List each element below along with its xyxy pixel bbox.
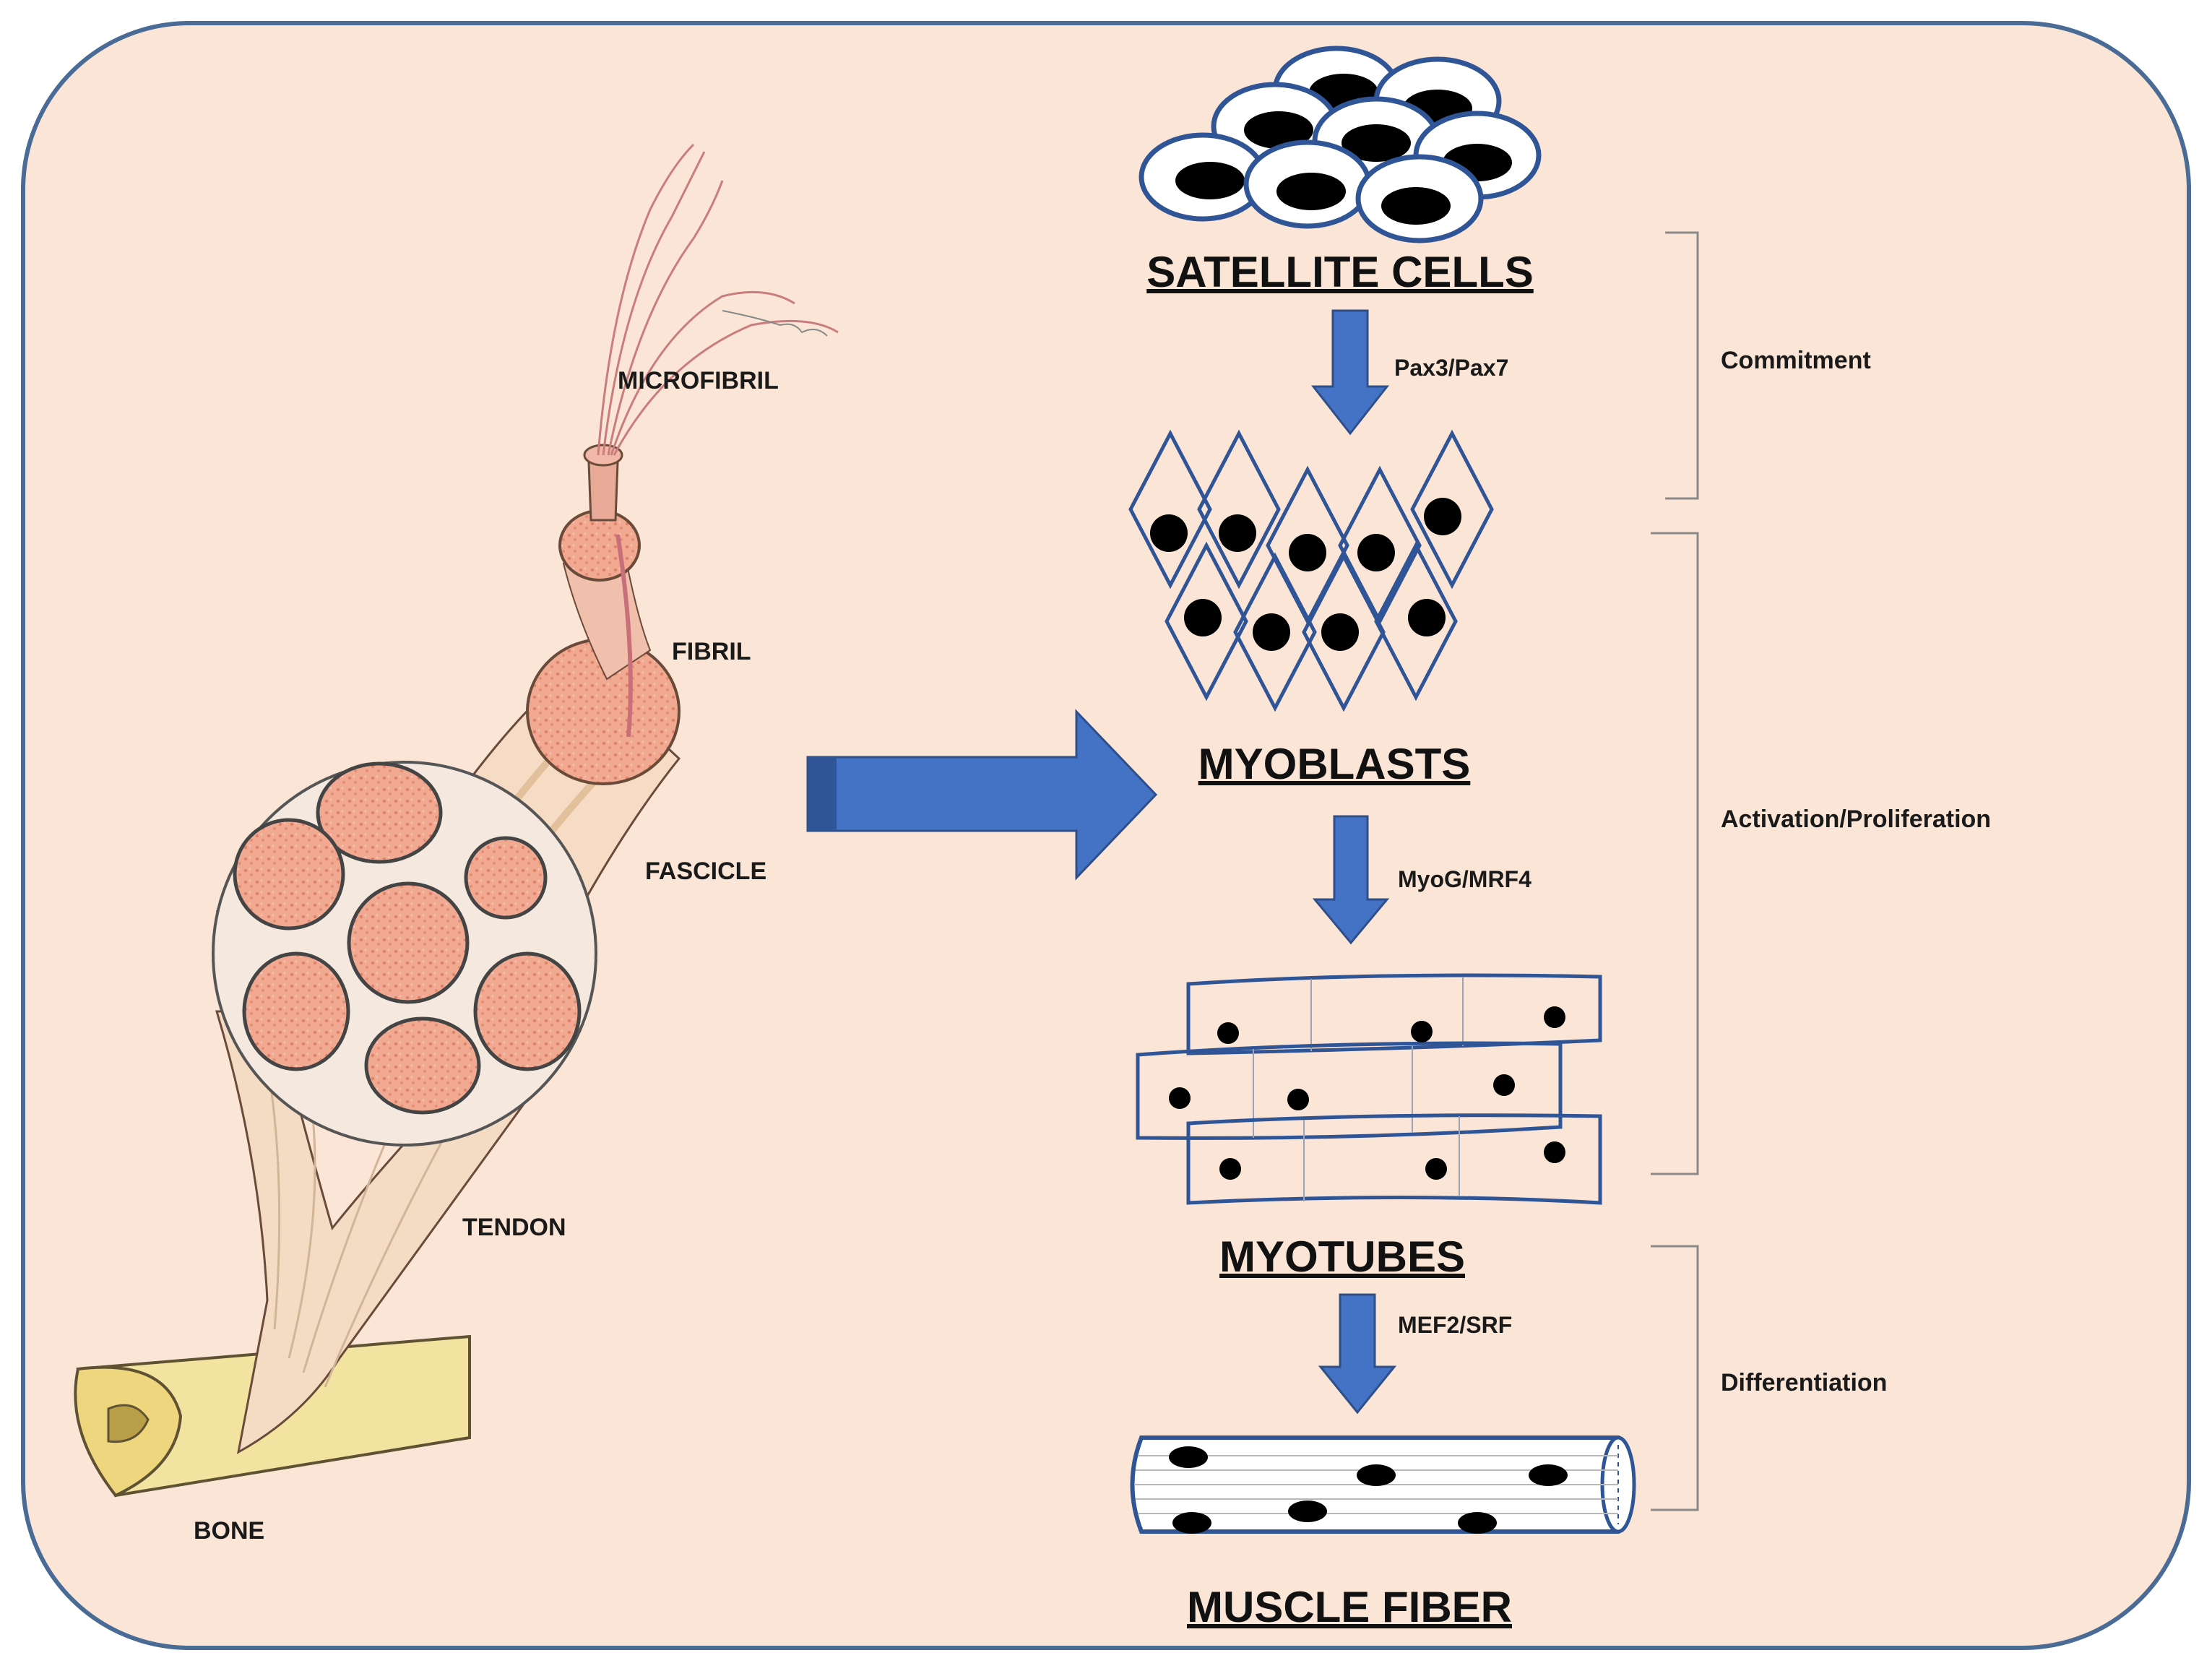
label-tendon: TENDON xyxy=(462,1214,566,1241)
muscle-anatomy-illustration: MICROFIBRIL FIBRIL FASCICLE TENDON BONE xyxy=(74,143,839,1545)
phase-activation-proliferation: Activation/Proliferation xyxy=(1721,806,1991,833)
stage-myoblasts: MYOBLASTS xyxy=(1198,740,1471,788)
bracket-differentiation xyxy=(1651,1245,1699,1511)
big-right-arrow xyxy=(806,709,1158,881)
stage-muscle-fiber: MUSCLE FIBER xyxy=(1187,1583,1512,1631)
factor-mef2-srf: MEF2/SRF xyxy=(1398,1312,1512,1338)
muscle-fiber-illustration xyxy=(1130,1435,1636,1534)
factor-myog-mrf4: MyoG/MRF4 xyxy=(1398,866,1531,892)
label-fibril: FIBRIL xyxy=(672,638,751,665)
factor-pax3-pax7: Pax3/Pax7 xyxy=(1394,355,1508,381)
microfibril-illustration xyxy=(583,143,839,522)
bracket-activation xyxy=(1651,532,1699,1175)
satellite-cells-illustration xyxy=(1139,46,1542,243)
fibril-illustration xyxy=(558,509,652,738)
down-arrow-2 xyxy=(1312,815,1390,945)
label-microfibril: MICROFIBRIL xyxy=(618,367,779,394)
label-fascicle: FASCICLE xyxy=(645,858,766,885)
down-arrow-3 xyxy=(1318,1293,1397,1415)
phase-commitment: Commitment xyxy=(1721,347,1871,374)
phase-differentiation: Differentiation xyxy=(1721,1369,1887,1396)
stage-myotubes: MYOTUBES xyxy=(1219,1232,1465,1281)
bracket-commitment xyxy=(1665,231,1699,500)
muscle-cross-section xyxy=(212,761,597,1147)
label-bone: BONE xyxy=(194,1517,264,1545)
down-arrow-1 xyxy=(1310,309,1390,436)
stage-satellite-cells: SATELLITE CELLS xyxy=(1146,248,1534,296)
myoblasts-illustration xyxy=(1128,429,1494,712)
myotubes-illustration xyxy=(1136,973,1602,1205)
